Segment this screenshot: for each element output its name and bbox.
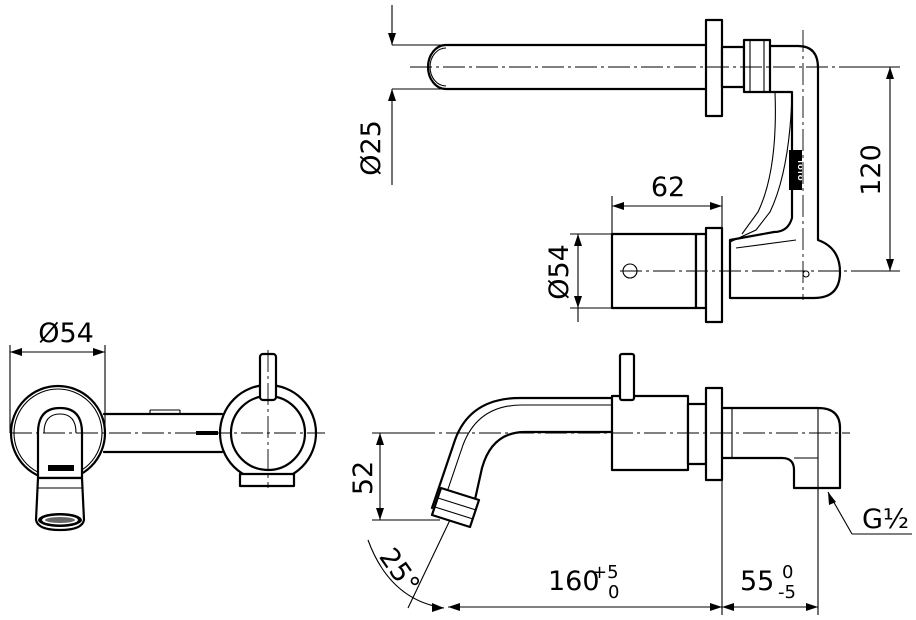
dim-160-lower: 0 <box>608 582 619 603</box>
dim-diameter-25: Ø25 <box>356 5 446 185</box>
top-flange-upper <box>704 18 724 118</box>
dim-55-upper: 0 <box>782 562 793 583</box>
top-logo-text: TOTO <box>796 159 804 181</box>
dim-120-label: 120 <box>856 144 887 196</box>
dim-diameter-54-top: Ø54 <box>544 233 612 322</box>
side-aerator <box>430 486 481 529</box>
thread-label: G½ <box>862 504 909 535</box>
dim-160-base: 160 <box>548 566 600 597</box>
dim-diameter-54-left: Ø54 <box>9 318 106 433</box>
dim-angle-label: 25° <box>373 543 426 600</box>
dim-62-label: 62 <box>651 172 685 203</box>
side-spout-bottom <box>468 430 614 524</box>
dim-160-upper: +5 <box>592 562 619 583</box>
dim-d25-label: Ø25 <box>356 120 387 176</box>
side-handle <box>618 352 636 402</box>
thread-leader: G½ <box>827 491 912 535</box>
top-nut <box>742 38 772 94</box>
front-view <box>9 350 325 532</box>
side-view <box>380 352 850 529</box>
front-bracket <box>238 472 296 488</box>
dim-width-62: 62 <box>611 172 723 234</box>
top-view: TOTO <box>410 18 880 324</box>
dim-height-52: 52 <box>348 432 440 521</box>
top-l-pipe <box>728 44 842 300</box>
side-wall-body <box>720 406 842 490</box>
dim-d54-left-label: Ø54 <box>38 318 94 349</box>
dim-angle-25: 25° <box>367 519 451 612</box>
dim-d54-top-label: Ø54 <box>544 244 575 300</box>
dim-height-120: 120 <box>856 66 900 272</box>
dim-length-160: 160 +5 0 <box>448 480 723 615</box>
dim-55-base: 55 <box>740 566 774 597</box>
dim-length-55: 55 0 -5 <box>722 488 819 615</box>
top-logo-badge <box>789 150 802 190</box>
dim-55-lower: -5 <box>778 582 796 603</box>
side-flange <box>704 386 724 482</box>
top-flange-lower <box>704 226 724 324</box>
dim-52-label: 52 <box>348 461 379 495</box>
side-spout-top <box>430 396 614 510</box>
